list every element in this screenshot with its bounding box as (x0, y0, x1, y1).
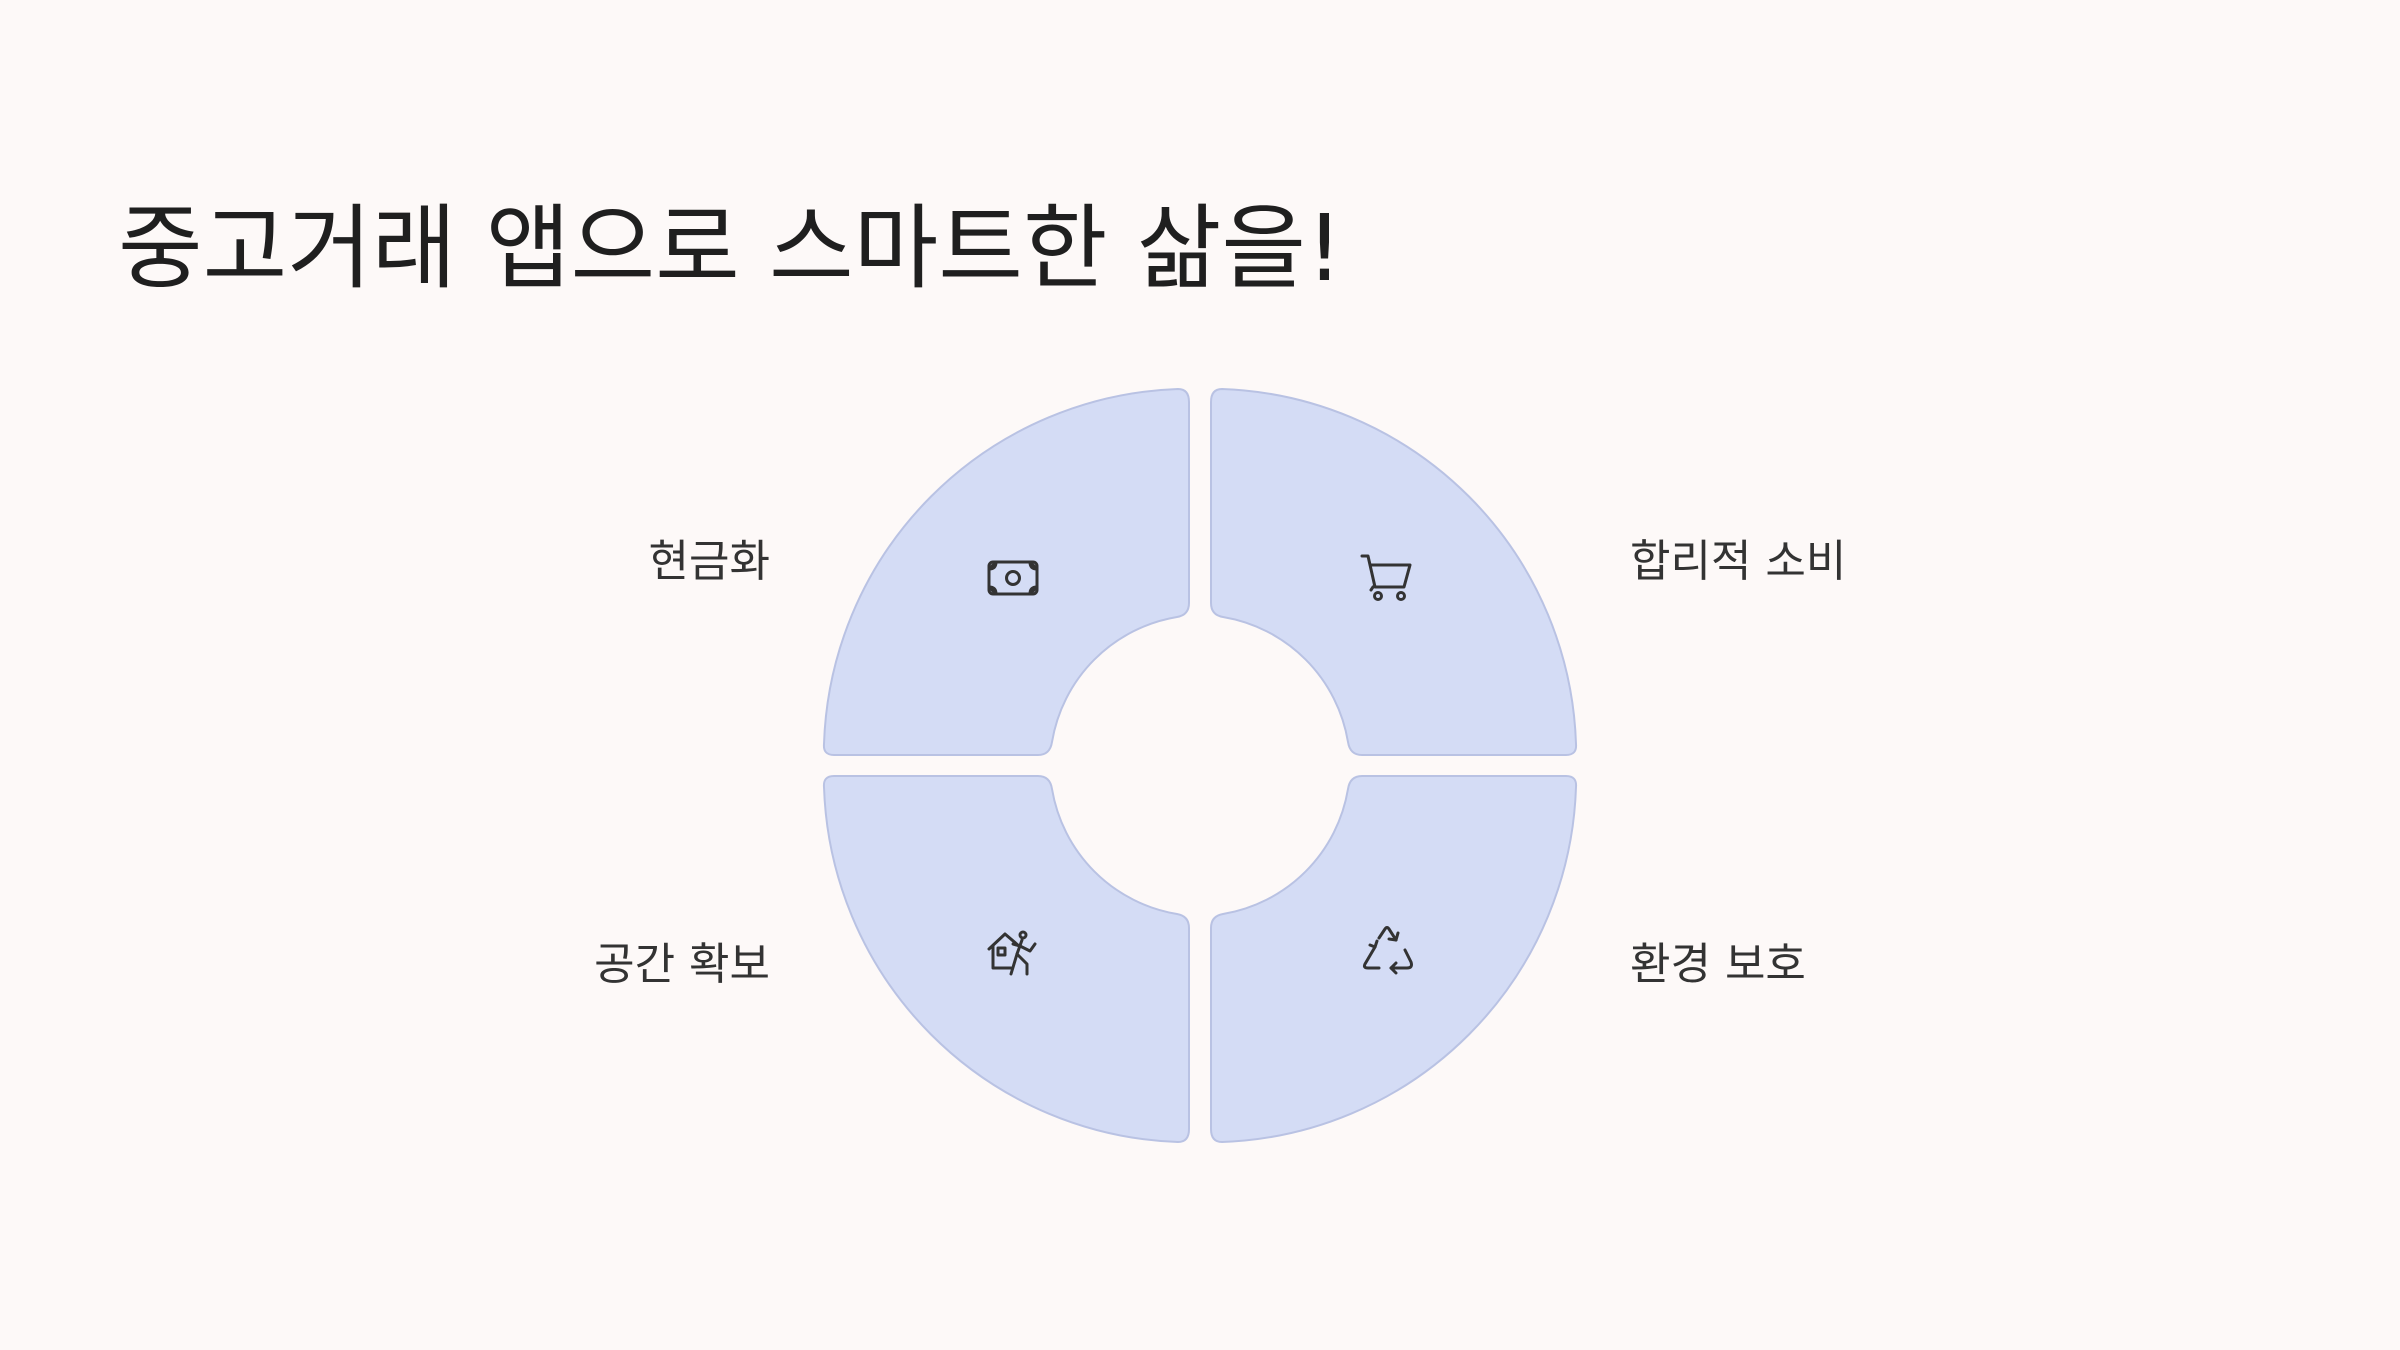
label-smart-consumption: 합리적 소비 (1630, 536, 1847, 587)
segment-bottom-right (1210, 775, 1578, 1144)
segment-top-left (822, 387, 1190, 756)
page-title: 중고거래 앱으로 스마트한 삶을! (118, 195, 1343, 302)
house-moving-icon (987, 930, 1037, 976)
recycle-icon (1362, 926, 1413, 975)
label-cashing: 현금화 (648, 536, 770, 587)
label-environment-protection: 환경 보호 (1630, 939, 1806, 990)
shopping-cart-icon (1360, 554, 1412, 601)
segment-bottom-left (822, 775, 1190, 1144)
segment-top-right (1210, 387, 1578, 756)
money-icon (987, 560, 1039, 596)
label-space-securing: 공간 확보 (594, 939, 770, 990)
